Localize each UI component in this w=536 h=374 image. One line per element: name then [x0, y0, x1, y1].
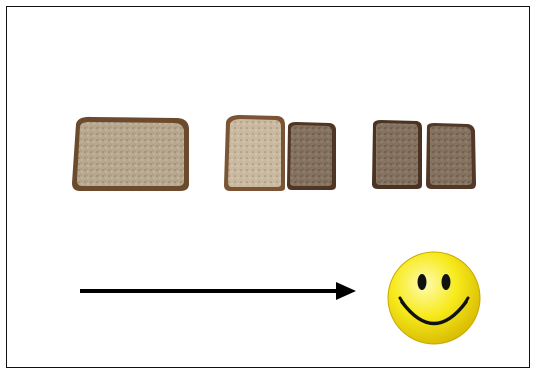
mixed-bread-slices	[224, 115, 336, 191]
smiley-face-icon	[387, 251, 481, 345]
dark-bread-slices	[372, 120, 476, 189]
whole-bread-slice	[72, 116, 189, 191]
right-arrow	[80, 282, 356, 300]
